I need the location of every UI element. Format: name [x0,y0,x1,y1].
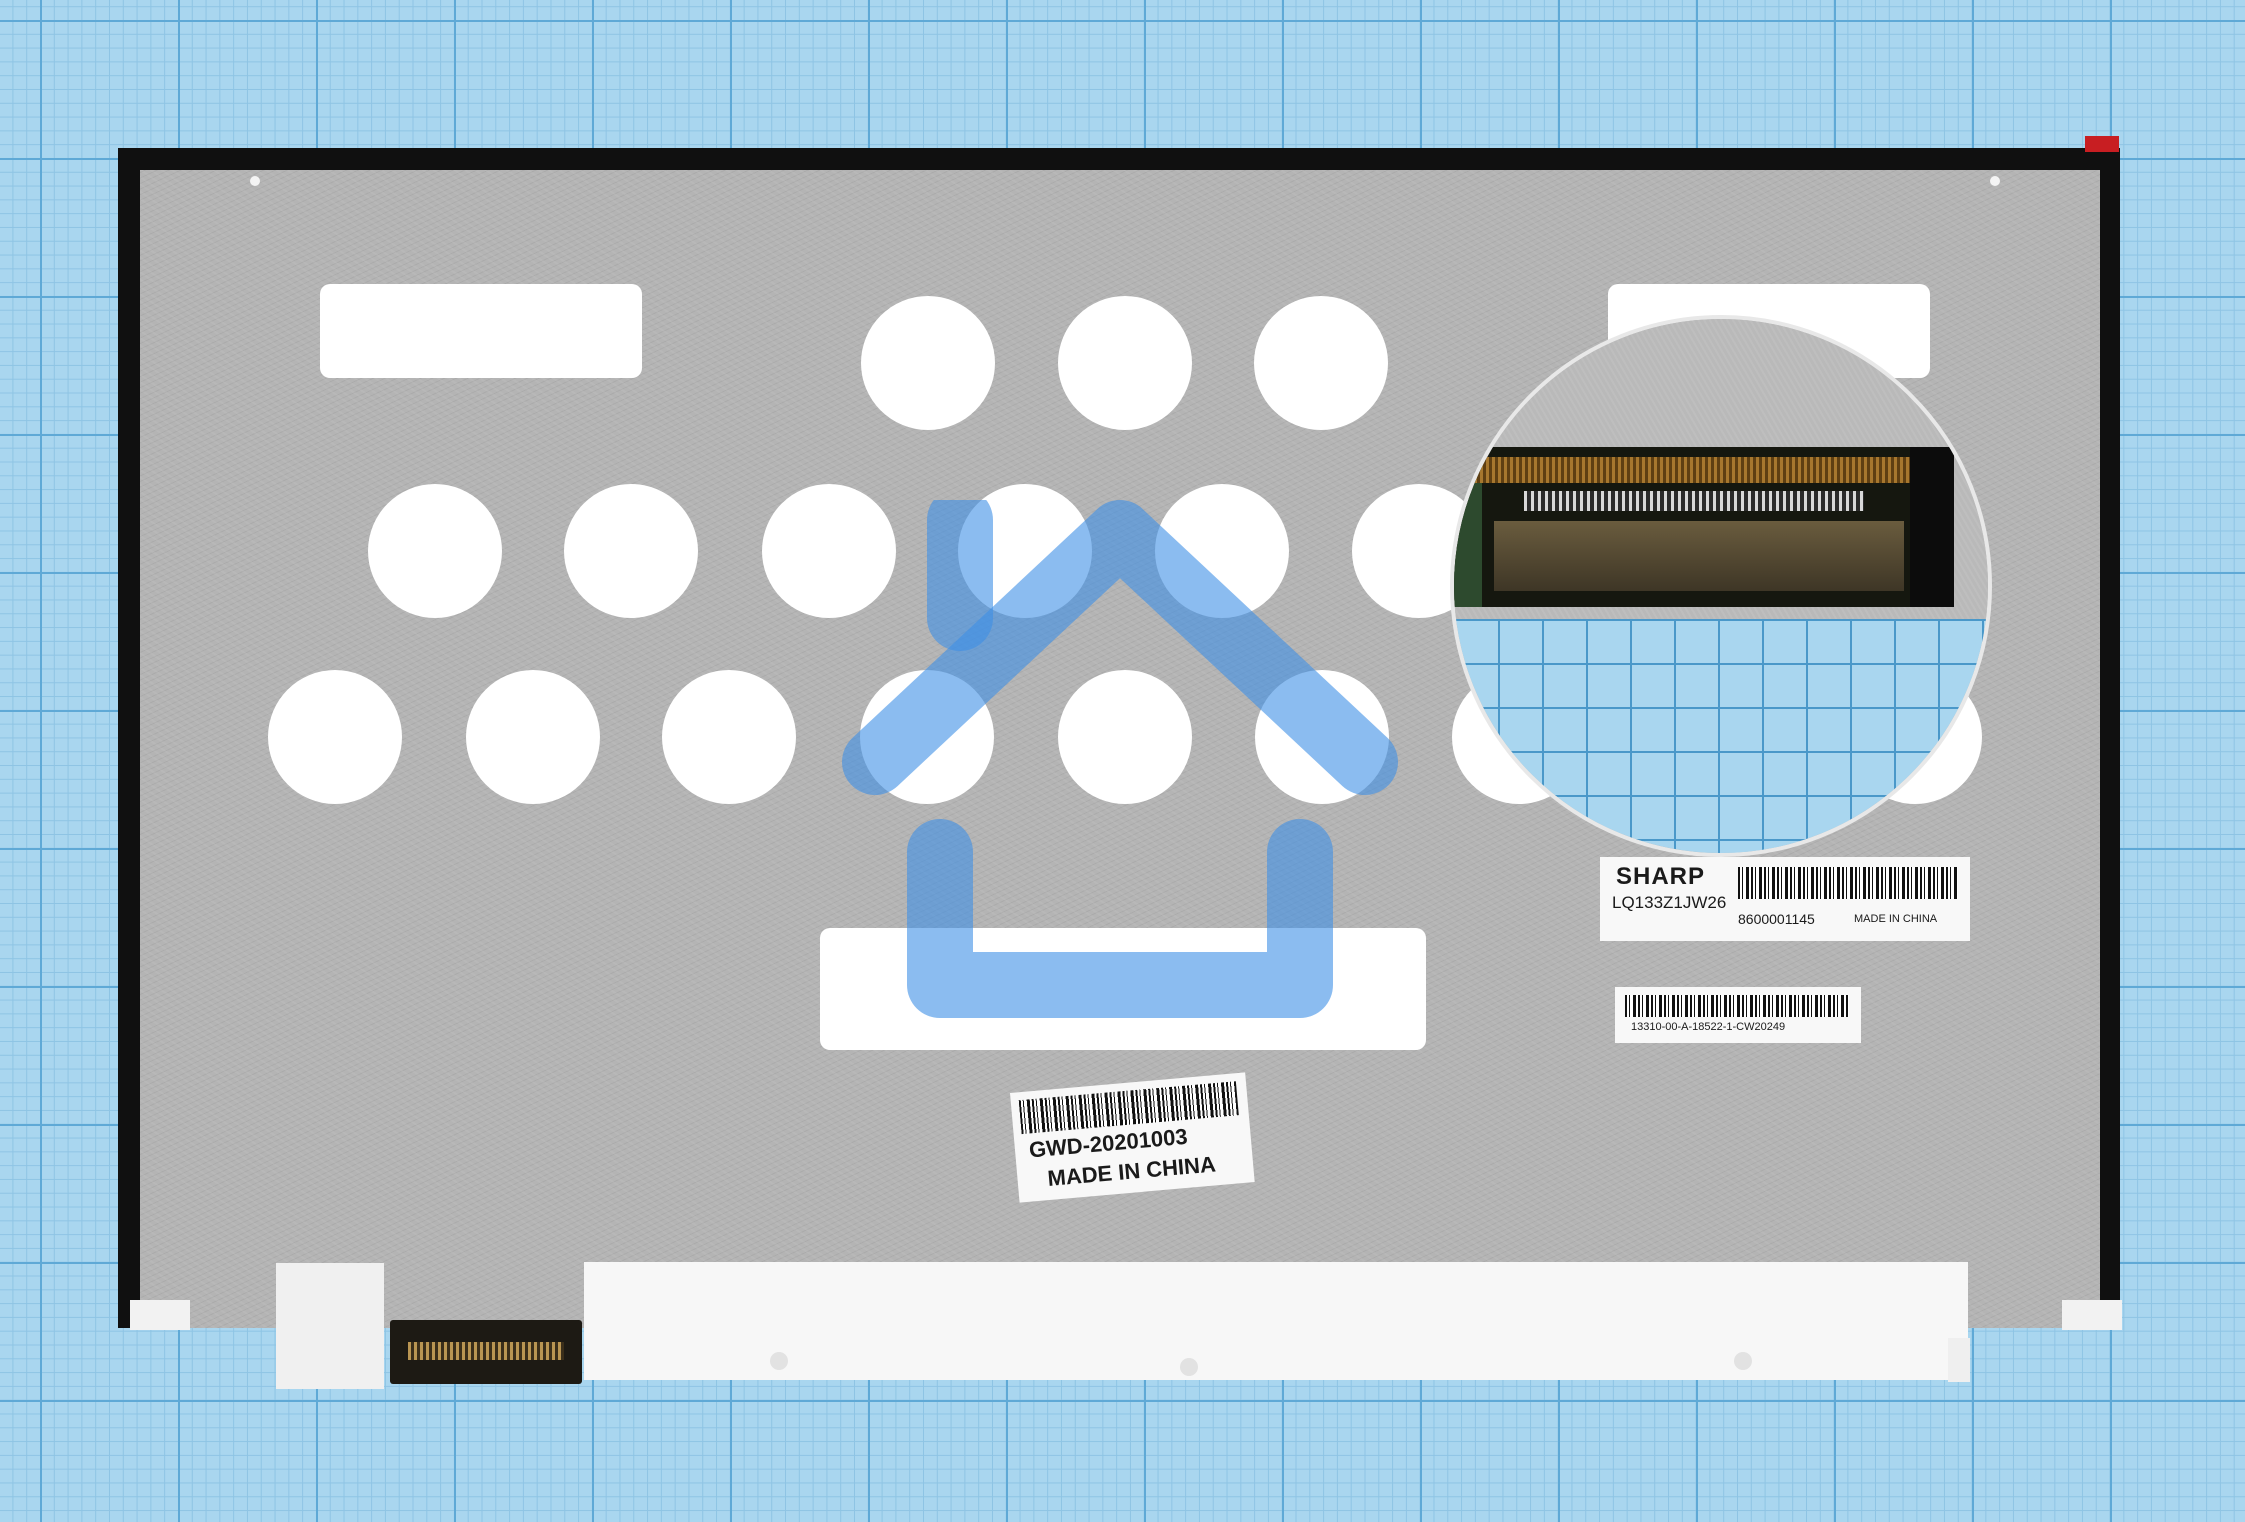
corner-tape-right [2062,1300,2122,1330]
rect-cutout-top-left [320,284,642,378]
home-icon [842,500,1398,1018]
circle-cutout [368,484,502,618]
brand-text: SHARP [1616,863,1706,890]
origin-text: MADE IN CHINA [1854,913,1938,925]
zoom-flex-cable [1474,457,1914,483]
zoom-bezel-edge [1910,447,1954,607]
zoom-connector [1454,447,1954,607]
zoom-grid-area [1454,619,1988,853]
zoom-connector-pins [1524,491,1864,511]
corner-tape-left [130,1300,190,1330]
serial-text: 8600001145 [1738,911,1815,927]
zoom-connector-body [1494,521,1904,591]
tape-bump [770,1352,788,1370]
barcode [1625,995,1849,1017]
circle-cutout [1254,296,1388,430]
part-label: 13310-00-A-18522-1-CW20249 [1615,987,1861,1043]
circle-cutout [268,670,402,804]
tape-strip-end [1948,1338,1970,1382]
tape-bump [1734,1352,1752,1370]
sharp-label: SHARP LQ133Z1JW26 8600001145 MADE IN CHI… [1600,857,1970,941]
circle-cutout [861,296,995,430]
circle-cutout [466,670,600,804]
part-code-text: 13310-00-A-18522-1-CW20249 [1631,1021,1786,1033]
connector-zoom-inset [1450,315,1992,857]
circle-cutout [1058,670,1192,804]
barcode [1738,867,1958,899]
circle-cutout [762,484,896,618]
mount-pin-right [1990,176,2000,186]
circle-cutout [662,670,796,804]
mount-pin-left [250,176,260,186]
red-tab [2085,136,2119,152]
date-label: GWD-20201003 MADE IN CHINA [1010,1072,1255,1203]
barcode [1018,1081,1239,1135]
circle-cutout [564,484,698,618]
circle-cutout [1058,296,1192,430]
tape-strip-left [276,1263,384,1389]
connector-pins [408,1342,564,1360]
tape-bump [1180,1358,1198,1376]
tape-strip-bottom [584,1262,1968,1380]
panel-connector [390,1320,582,1384]
model-text: LQ133Z1JW26 [1612,893,1727,912]
